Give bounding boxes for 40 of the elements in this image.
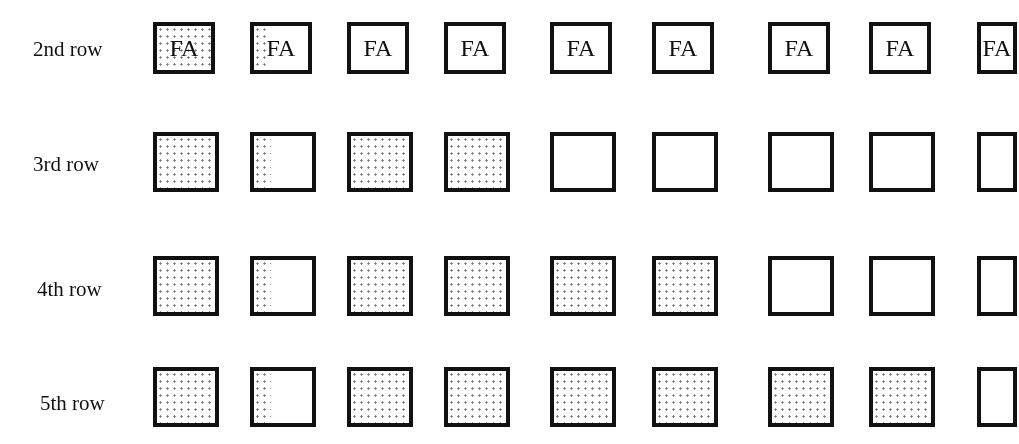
labeled-box: FA	[768, 22, 830, 74]
empty-box	[347, 132, 413, 192]
labeled-box: FA	[347, 22, 409, 74]
row-label: 2nd row	[33, 37, 103, 62]
labeled-box: FA	[869, 22, 931, 74]
empty-box	[550, 256, 616, 316]
empty-box	[153, 256, 219, 316]
labeled-box: FA	[444, 22, 506, 74]
labeled-box: FA	[153, 22, 215, 74]
empty-box	[652, 367, 718, 427]
empty-box	[652, 132, 718, 192]
labeled-box: FA	[250, 22, 312, 74]
empty-box	[768, 132, 834, 192]
empty-box	[250, 256, 316, 316]
labeled-box: FA	[977, 22, 1017, 74]
row-label: 4th row	[37, 277, 102, 302]
empty-box	[444, 132, 510, 192]
empty-box	[347, 256, 413, 316]
empty-box	[869, 132, 935, 192]
empty-box	[347, 367, 413, 427]
empty-box	[250, 132, 316, 192]
empty-box	[869, 367, 935, 427]
empty-box	[153, 367, 219, 427]
empty-box	[250, 367, 316, 427]
empty-box	[977, 256, 1017, 316]
empty-box	[869, 256, 935, 316]
empty-box	[768, 367, 834, 427]
empty-box	[977, 367, 1017, 427]
empty-box	[444, 256, 510, 316]
labeled-box: FA	[652, 22, 714, 74]
empty-box	[652, 256, 718, 316]
empty-box	[550, 367, 616, 427]
empty-box	[444, 367, 510, 427]
empty-box	[977, 132, 1017, 192]
empty-box	[550, 132, 616, 192]
labeled-box: FA	[550, 22, 612, 74]
empty-box	[153, 132, 219, 192]
empty-box	[768, 256, 834, 316]
row-label: 5th row	[40, 391, 105, 416]
row-label: 3rd row	[33, 152, 99, 177]
